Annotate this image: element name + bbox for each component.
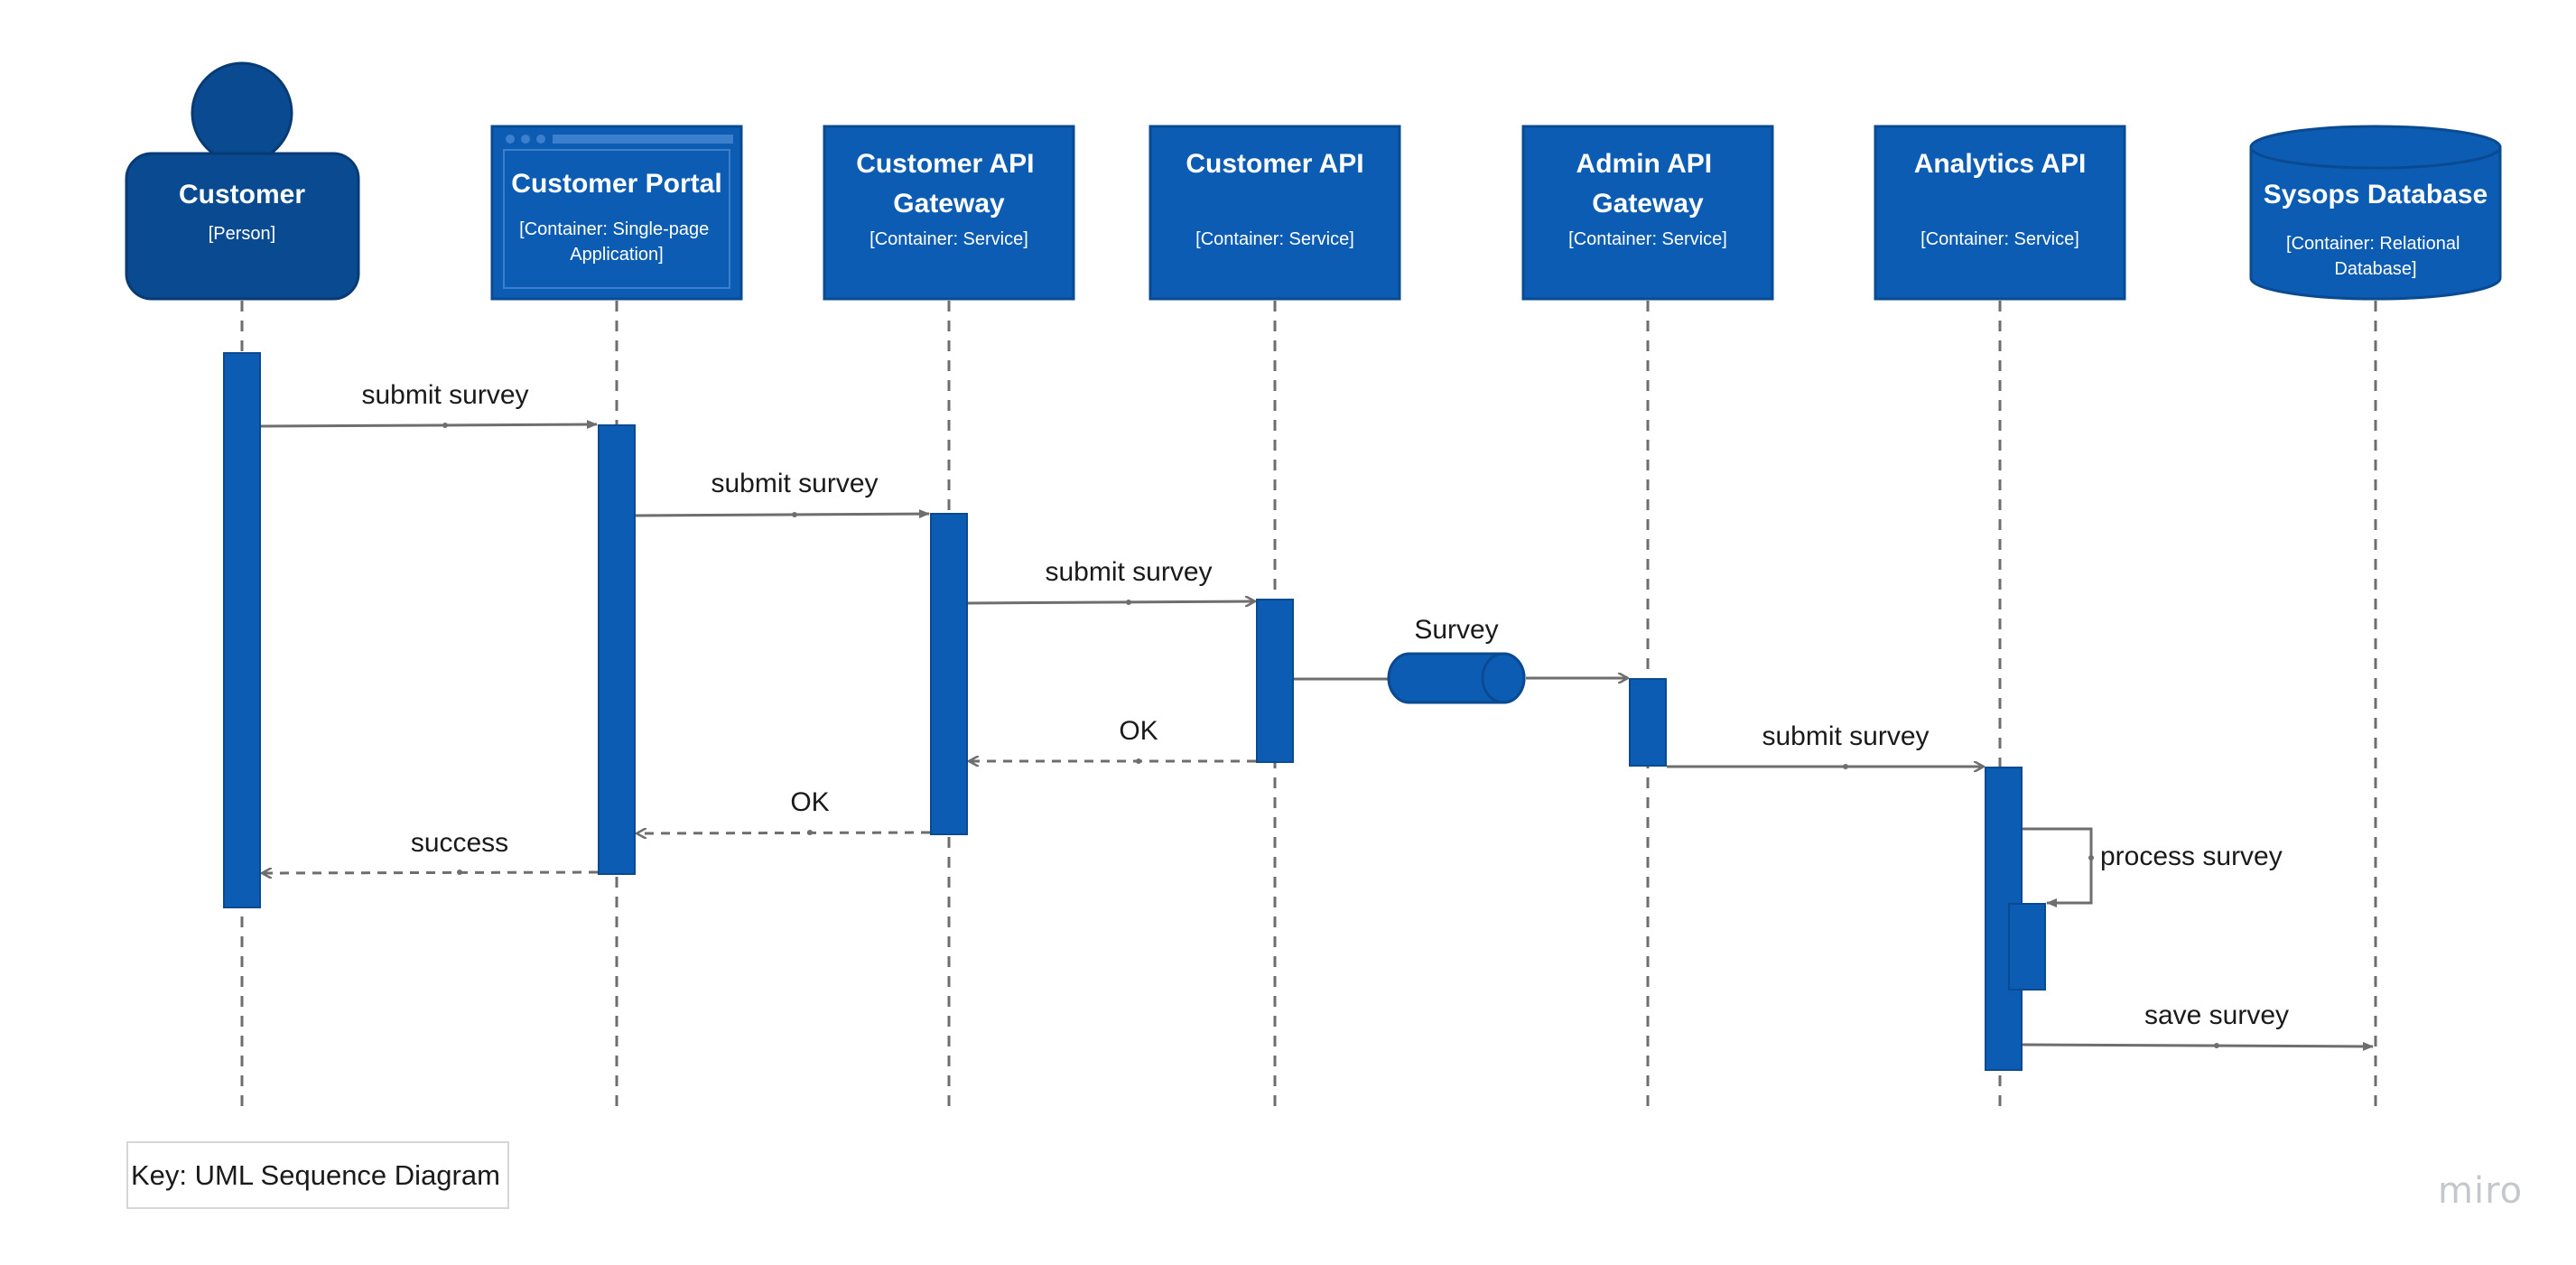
participant-subtitle: [Container: Service]	[1920, 229, 2079, 249]
participant-box	[1149, 125, 1401, 301]
queue-cylinder-cap	[1481, 652, 1526, 704]
participant-title: Admin API Gateway	[1576, 149, 1720, 219]
message-midpoint	[457, 870, 462, 875]
message-label: success	[411, 828, 508, 858]
participant-subtitle: [Container: Single-page Application]	[519, 219, 714, 265]
message-midpoint	[1136, 758, 1141, 764]
participant-title-line-1: Customer API	[856, 149, 1034, 179]
browser-dot-icon	[506, 135, 515, 144]
participant-analytics-api[interactable]: Analytics API [Container: Service]	[1874, 125, 2126, 301]
message-arrow	[2023, 827, 2093, 907]
message-success[interactable]: success	[262, 828, 599, 875]
message-save-survey[interactable]: save survey	[2022, 1000, 2374, 1051]
activation-bar-customer-api-gateway	[930, 513, 968, 835]
participant-sysops-database[interactable]: Sysops Database [Container: Relational D…	[2249, 125, 2502, 301]
message-label: submit survey	[361, 380, 528, 410]
message-submit-survey-3[interactable]: submit survey	[967, 557, 1255, 605]
message-arrow	[2022, 1041, 2374, 1051]
database-cylinder-top	[2249, 125, 2502, 170]
miro-logo: miro	[2438, 1170, 2524, 1212]
message-arrow	[967, 601, 1255, 603]
browser-inner-border	[503, 149, 730, 289]
activation-bar-customer-portal	[598, 424, 636, 875]
participant-subtitle-line-1: [Container: Single-page	[519, 219, 709, 239]
message-midpoint	[1126, 600, 1131, 605]
message-label: process survey	[2100, 842, 2283, 871]
message-label: OK	[790, 787, 829, 817]
participant-title: Customer	[179, 180, 305, 209]
participant-title-line-2: Gateway	[1592, 189, 1704, 219]
message-midpoint	[2088, 855, 2094, 860]
participant-title: Sysops Database	[2264, 180, 2488, 209]
message-label: Survey	[1414, 615, 1498, 645]
participant-subtitle: [Person]	[209, 224, 275, 244]
message-arrow	[260, 420, 598, 430]
participant-customer-portal[interactable]: Customer Portal [Container: Single-page …	[490, 125, 743, 301]
participant-admin-api-gateway[interactable]: Admin API Gateway [Container: Service]	[1521, 125, 1774, 301]
message-midpoint	[792, 512, 797, 517]
browser-frame	[490, 125, 743, 301]
message-label: submit survey	[711, 469, 878, 498]
diagram-key-label: Key: UML Sequence Diagram	[131, 1158, 500, 1191]
participant-title: Customer API	[1186, 149, 1363, 179]
participant-subtitle-line-2: Database]	[2334, 259, 2416, 279]
participant-customer-api-gateway[interactable]: Customer API Gateway [Container: Service…	[823, 125, 1075, 301]
diagram-key: Key: UML Sequence Diagram	[126, 1141, 509, 1209]
message-midpoint	[2214, 1043, 2219, 1048]
browser-address-bar	[553, 135, 733, 144]
message-label: submit survey	[1762, 721, 1929, 751]
activation-bar-analytics-nested	[2008, 903, 2046, 991]
participant-subtitle: [Container: Relational Database]	[2286, 234, 2465, 279]
person-body	[125, 152, 360, 301]
browser-dot-icon	[536, 135, 545, 144]
participant-subtitle-line-1: [Container: Relational	[2286, 234, 2460, 254]
message-submit-survey-4[interactable]: submit survey	[1667, 721, 1984, 769]
participant-title-line-2: Gateway	[893, 189, 1005, 219]
message-label: OK	[1119, 716, 1158, 746]
message-arrow	[637, 832, 931, 833]
message-arrow	[635, 509, 930, 519]
message-label: save survey	[2144, 1000, 2289, 1030]
participant-title: Analytics API	[1914, 149, 2087, 179]
activation-bars	[223, 352, 2046, 1071]
message-midpoint	[1843, 764, 1848, 769]
browser-dot-icon	[521, 135, 530, 144]
participant-subtitle: [Container: Service]	[870, 229, 1028, 249]
person-head-icon	[191, 61, 293, 164]
participant-title: Customer API Gateway	[856, 149, 1042, 219]
participant-subtitle: [Container: Service]	[1568, 229, 1727, 249]
message-submit-survey-1[interactable]: submit survey	[260, 380, 598, 430]
message-label: submit survey	[1045, 557, 1212, 587]
participant-subtitle: [Container: Service]	[1195, 229, 1354, 249]
message-survey-queue[interactable]: Survey	[1294, 615, 1628, 704]
participant-box	[1521, 125, 1774, 301]
message-midpoint	[807, 830, 813, 835]
activation-bar-customer-api	[1256, 599, 1294, 763]
participant-title-line-1: Admin API	[1576, 149, 1713, 179]
message-ok-1[interactable]: OK	[969, 716, 1256, 764]
participant-box	[823, 125, 1075, 301]
participant-customer[interactable]: Customer [Person]	[125, 61, 360, 301]
participant-customer-api[interactable]: Customer API [Container: Service]	[1149, 125, 1401, 301]
activation-bar-admin-api-gateway	[1629, 678, 1667, 767]
message-midpoint	[442, 423, 448, 428]
message-ok-2[interactable]: OK	[637, 787, 931, 835]
message-submit-survey-2[interactable]: submit survey	[635, 469, 930, 519]
lifelines	[240, 301, 2377, 1106]
messages: submit survey submit survey submit surve…	[260, 380, 2374, 1051]
participant-title: Customer Portal	[511, 169, 721, 199]
database-cylinder-body	[2249, 145, 2502, 301]
participant-box	[1874, 125, 2126, 301]
message-arrow	[262, 872, 599, 873]
message-process-survey[interactable]: process survey	[2023, 827, 2283, 907]
activation-bar-customer	[223, 352, 261, 908]
participant-subtitle-line-2: Application]	[570, 245, 663, 265]
